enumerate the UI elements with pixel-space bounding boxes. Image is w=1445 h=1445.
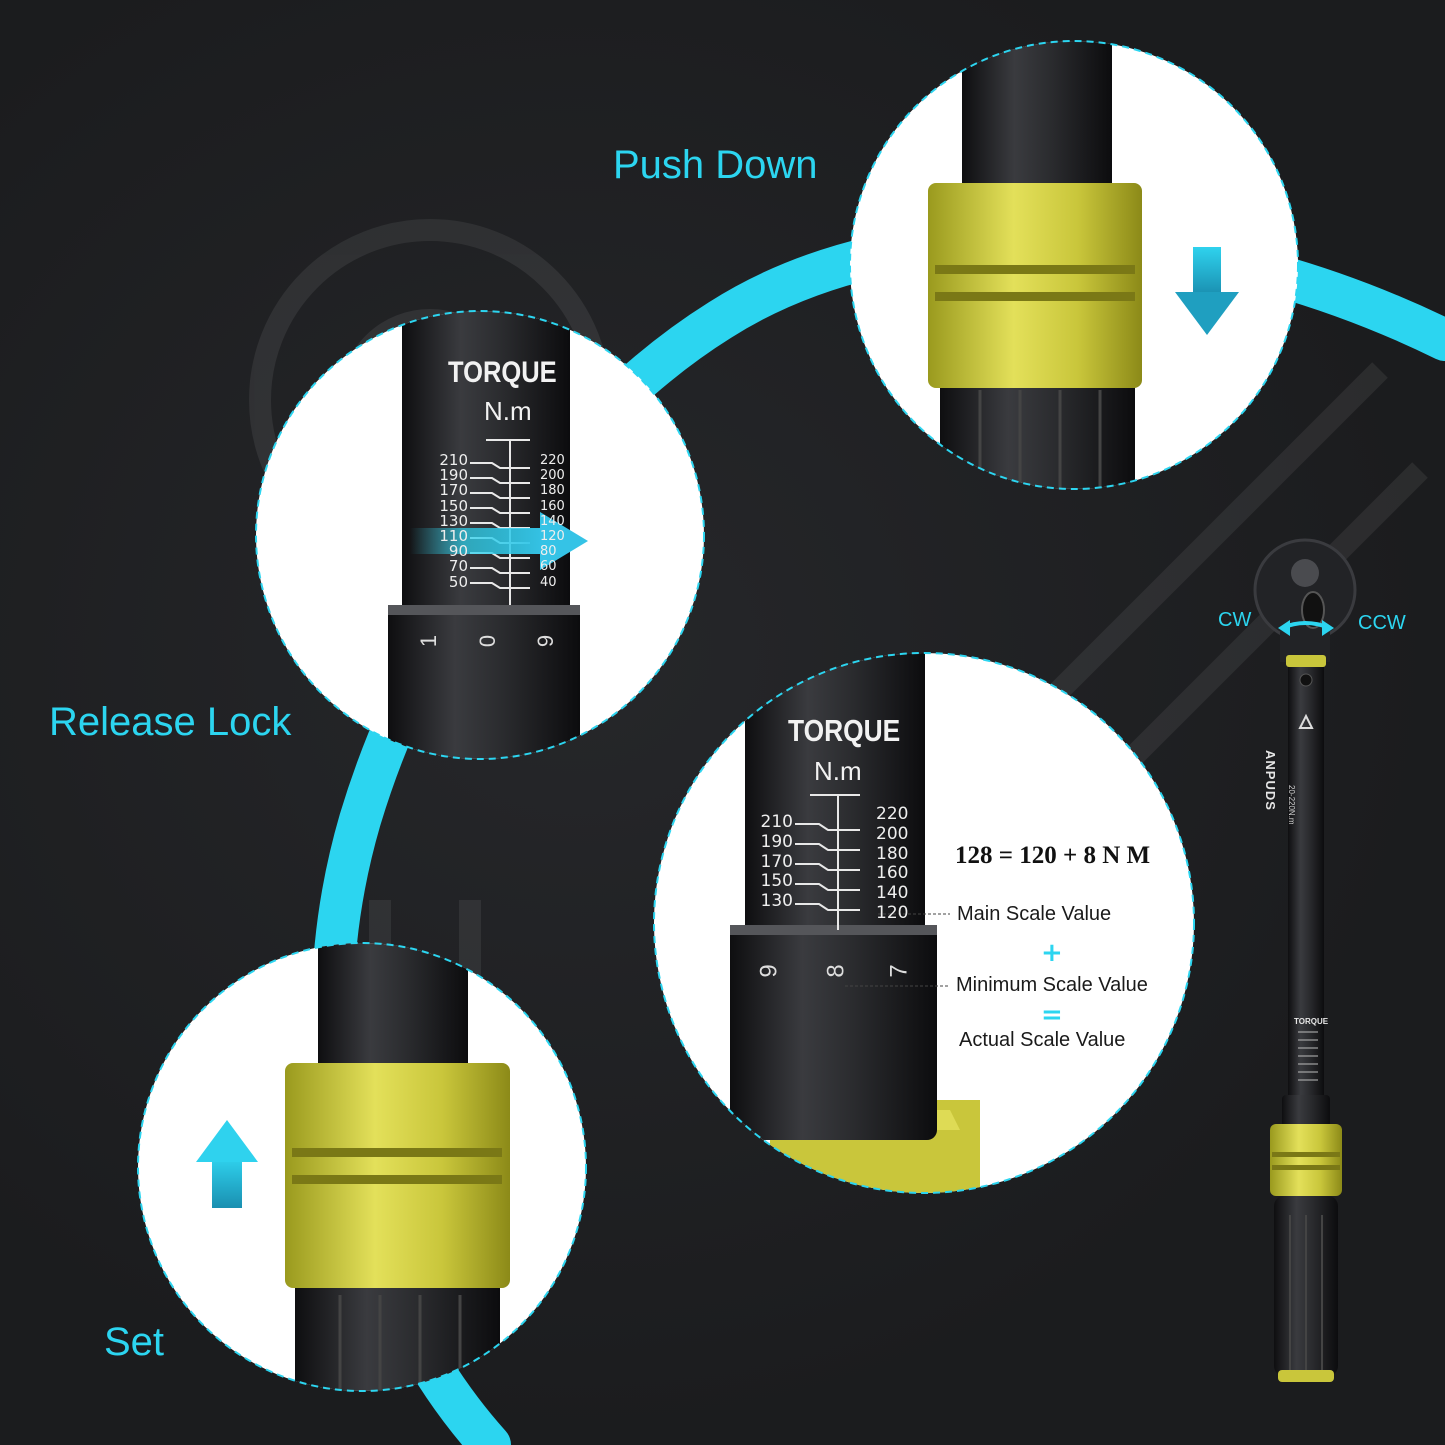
torque-wrench-icon: [1253, 538, 1357, 1382]
collar-digit: 1: [416, 634, 442, 648]
step-push-down: Push Down: [613, 143, 818, 187]
wrench-scale-title: TORQUE: [1294, 1017, 1329, 1026]
push-down-zoom: [849, 40, 1299, 490]
reading-right-ticks: 220 200 180 160 140 120: [876, 804, 910, 924]
scale-tick: 70: [448, 557, 468, 576]
release-lock-scale-title: TORQUE: [448, 356, 557, 389]
collar-digit: 0: [475, 634, 501, 648]
scale-tick: 200: [876, 823, 909, 844]
scale-tick: 180: [540, 483, 565, 499]
scale-tick: 120: [876, 902, 909, 923]
scale-tick: 150: [439, 496, 468, 515]
scale-tick: 180: [876, 843, 909, 864]
release-lock-right-ticks: 220 200 180 160 140 120 80 60 40: [540, 453, 570, 590]
ccw-label: CCW: [1358, 612, 1406, 634]
wrench-brand: ANPUDS: [1263, 750, 1278, 811]
release-lock-zoom: [255, 310, 705, 760]
main-scale-label: Main Scale Value: [957, 903, 1112, 925]
scale-tick: 60: [540, 559, 557, 575]
scale-tick: 80: [540, 544, 557, 560]
actual-scale-label: Actual Scale Value: [959, 1029, 1126, 1051]
wrench-range: 20-220N.m: [1287, 785, 1296, 825]
collar-digit: 8: [822, 964, 850, 978]
scale-tick: 210: [760, 812, 793, 832]
scale-tick: 140: [540, 513, 565, 529]
scale-tick: 170: [439, 481, 468, 500]
collar-digit: 9: [533, 634, 559, 648]
equals-sign: =: [1041, 1000, 1063, 1030]
scale-tick: 130: [760, 891, 793, 912]
scale-tick: 140: [876, 883, 909, 904]
scale-tick: 190: [760, 831, 793, 852]
reading-scale-title: TORQUE: [788, 713, 901, 748]
scale-tick: 190: [439, 466, 468, 485]
collar-digit: 9: [755, 964, 783, 978]
set-zoom: [137, 942, 587, 1392]
scale-tick: 130: [439, 511, 468, 530]
release-lock-left-ticks: 210 190 170 150 130 110 90 70 50: [432, 451, 468, 591]
step-release-lock: Release Lock: [49, 700, 292, 744]
scale-tick: 40: [540, 574, 557, 590]
scale-tick: 170: [760, 851, 793, 872]
plus-sign: +: [1041, 938, 1063, 968]
scale-reading-zoom: [653, 652, 1195, 1194]
scale-tick: 50: [448, 572, 468, 591]
collar-digit: 7: [885, 964, 913, 978]
scale-tick: 160: [540, 498, 565, 514]
scale-tick: 210: [439, 451, 468, 469]
reading-left-ticks: 210 190 170 150 130: [757, 812, 793, 912]
reading-formula: 128 = 120 + 8 N M: [955, 842, 1151, 869]
scale-tick: 160: [876, 863, 909, 884]
step-set: Set: [104, 1320, 165, 1364]
scale-tick: 220: [876, 804, 909, 824]
minimum-scale-label: Minimum Scale Value: [956, 974, 1148, 996]
release-lock-scale-unit: N.m: [484, 396, 532, 426]
scale-tick: 200: [540, 468, 565, 484]
scale-tick: 150: [760, 871, 793, 892]
cw-label: CW: [1218, 609, 1252, 631]
scale-tick: 220: [540, 453, 565, 468]
scale-tick: 110: [439, 527, 468, 546]
scale-tick: 90: [448, 542, 468, 561]
scale-tick: 120: [540, 529, 565, 545]
reading-scale-unit: N.m: [814, 756, 862, 786]
